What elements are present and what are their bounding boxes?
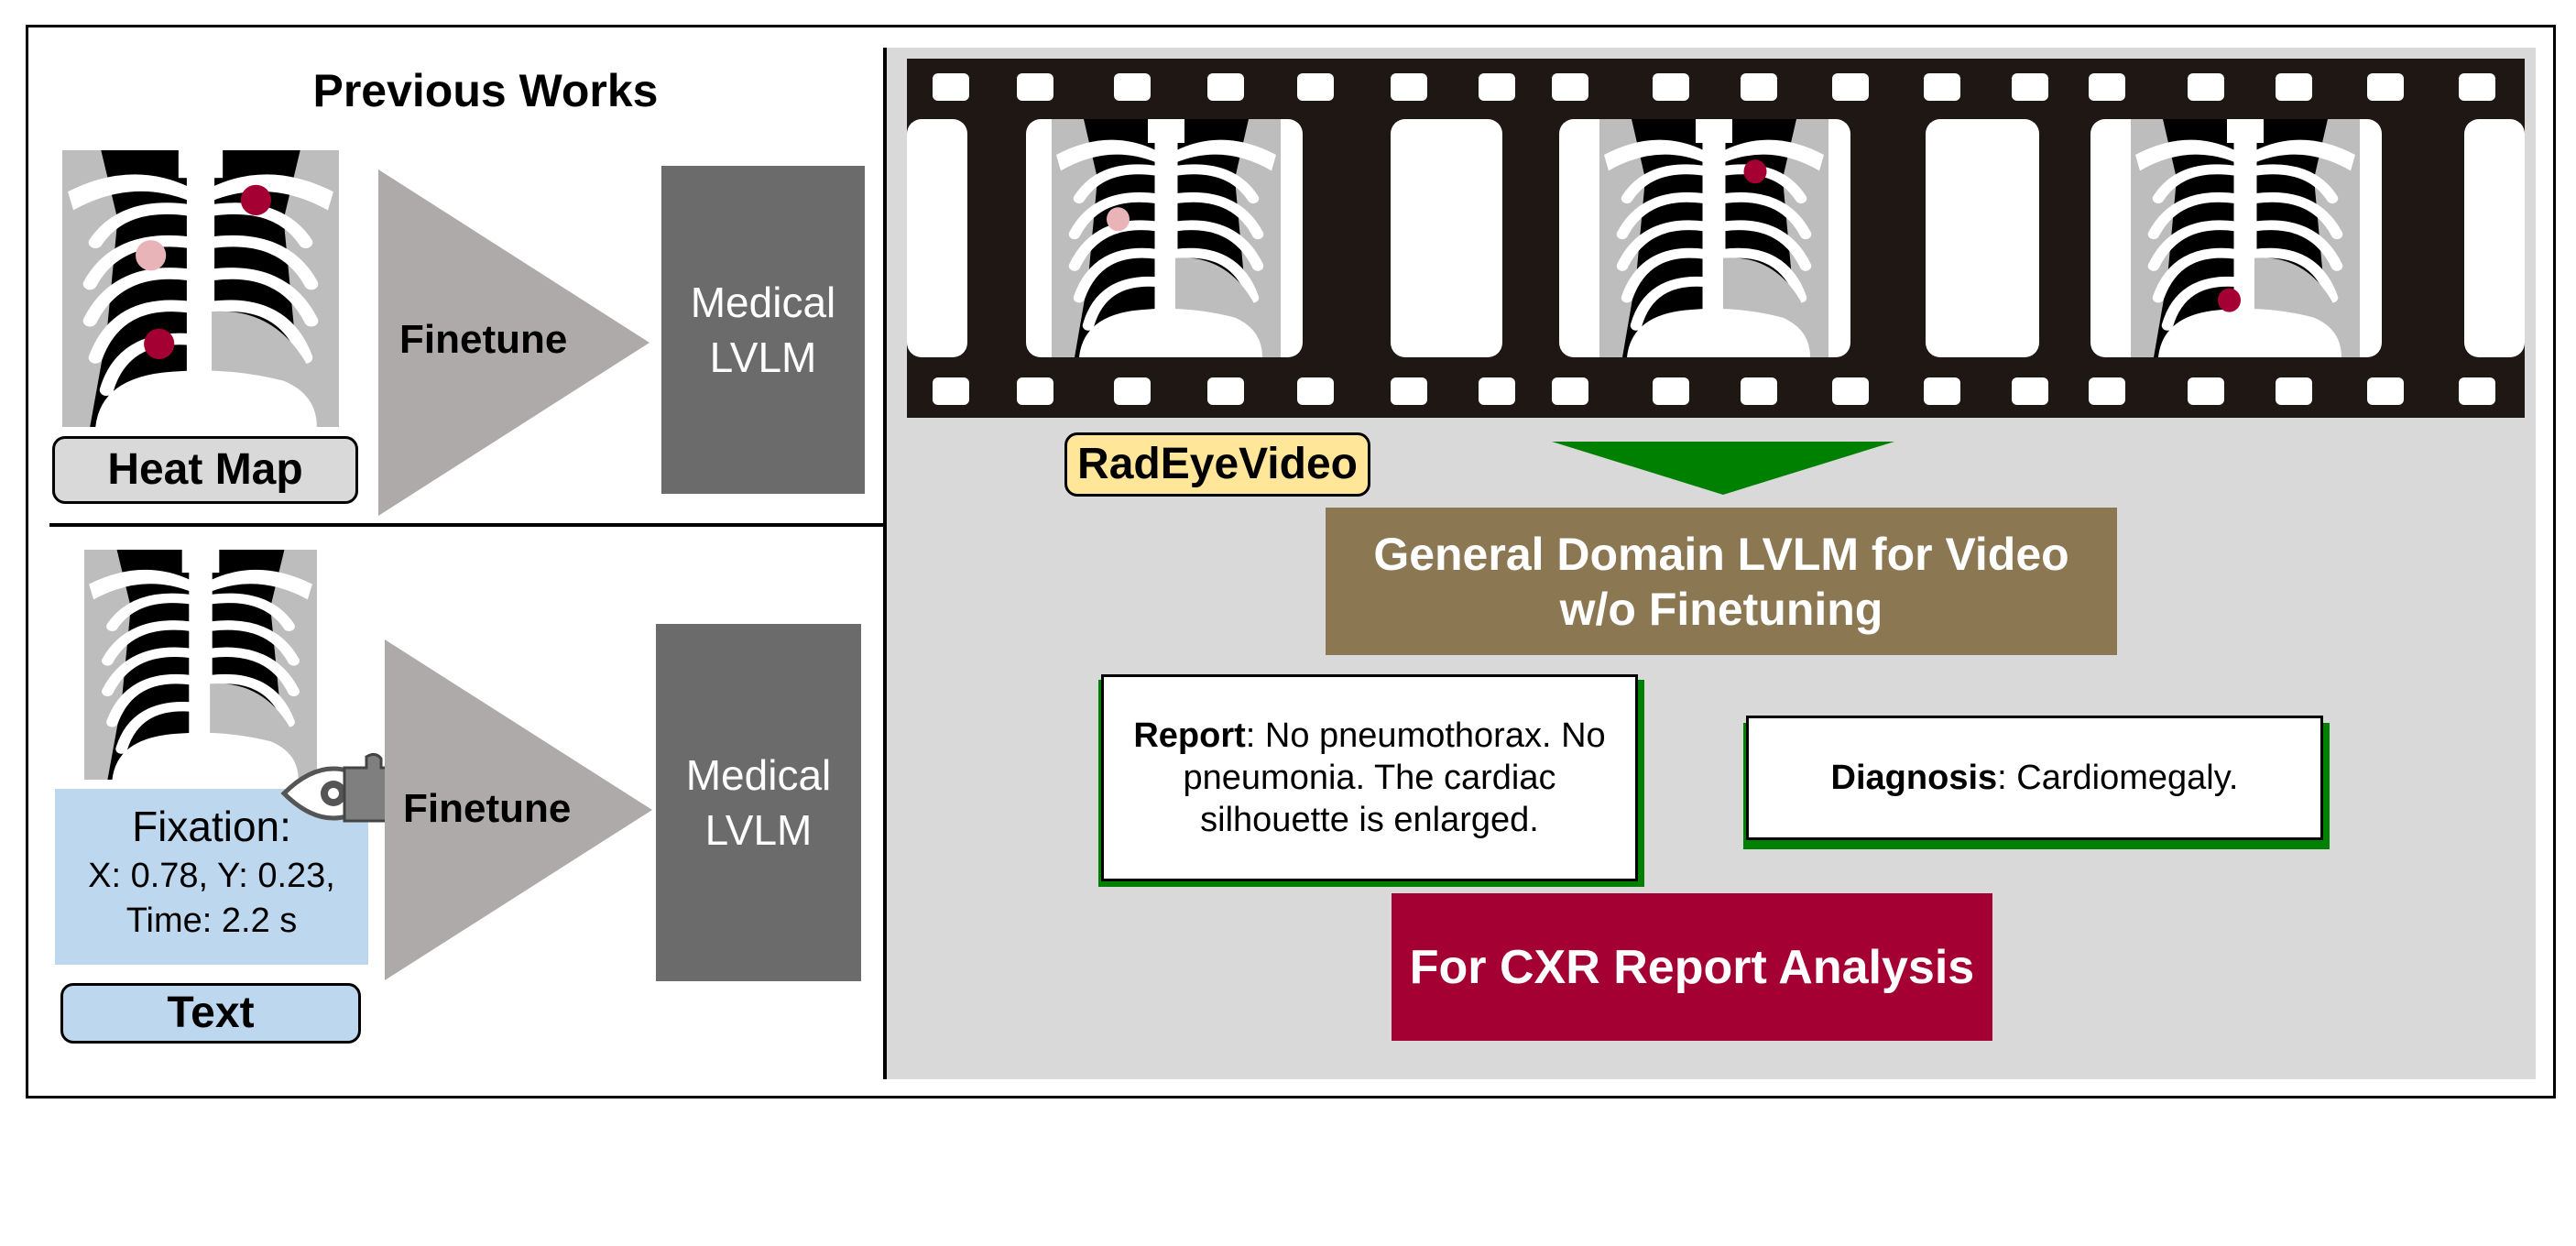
medical-lvlm-line2: LVLM (704, 806, 813, 854)
finetune-triangle-bottom (385, 639, 652, 980)
vertical-divider (883, 48, 887, 1079)
text-xray-image (84, 550, 317, 780)
diagnosis-key: Diagnosis (1830, 758, 1998, 797)
cxr-report-analysis-box: For CXR Report Analysis (1392, 893, 1992, 1041)
fixation-time: Time: 2.2 s (126, 902, 298, 940)
finetune-label-bottom: Finetune (403, 786, 572, 831)
medical-lvlm-box-top: Medical LVLM (661, 166, 865, 494)
medical-lvlm-line1: Medical (685, 751, 832, 799)
fixation-box: Fixation: X: 0.78, Y: 0.23, Time: 2.2 s (55, 789, 368, 965)
finetune-label-top: Finetune (399, 317, 568, 362)
eye-puzzle-icon (280, 752, 398, 823)
fixation-title: Fixation: (132, 803, 291, 850)
heatmap-xray-image (62, 150, 339, 427)
medical-lvlm-line1: Medical (690, 279, 836, 326)
radeyevideo-tag: RadEyeVideo (1064, 432, 1370, 497)
report-text: : No pneumothorax. No pneumonia. The car… (1183, 716, 1606, 839)
medical-lvlm-line2: LVLM (709, 333, 817, 381)
diagnosis-text: : Cardiomegaly. (1997, 758, 2239, 797)
previous-works-title: Previous Works (312, 65, 659, 116)
fixation-coords: X: 0.78, Y: 0.23, (88, 857, 335, 895)
report-key: Report (1133, 716, 1246, 755)
report-box: Report: No pneumothorax. No pneumonia. T… (1101, 674, 1638, 881)
heatmap-tag: Heat Map (52, 436, 358, 504)
diagnosis-box: Diagnosis: Cardiomegaly. (1746, 716, 2323, 840)
general-lvlm-line1: General Domain LVLM for Video (1373, 528, 2069, 580)
general-lvlm-box: General Domain LVLM for Video w/o Finetu… (1326, 508, 2117, 655)
down-arrow (1552, 442, 1894, 495)
medical-lvlm-box-bottom: Medical LVLM (656, 624, 861, 981)
text-tag: Text (60, 983, 361, 1044)
film-strip (907, 59, 2525, 418)
outer-frame (26, 25, 2556, 1098)
finetune-triangle-top (378, 169, 649, 516)
horizontal-divider (49, 523, 885, 527)
general-lvlm-line2: w/o Finetuning (1559, 583, 1883, 635)
